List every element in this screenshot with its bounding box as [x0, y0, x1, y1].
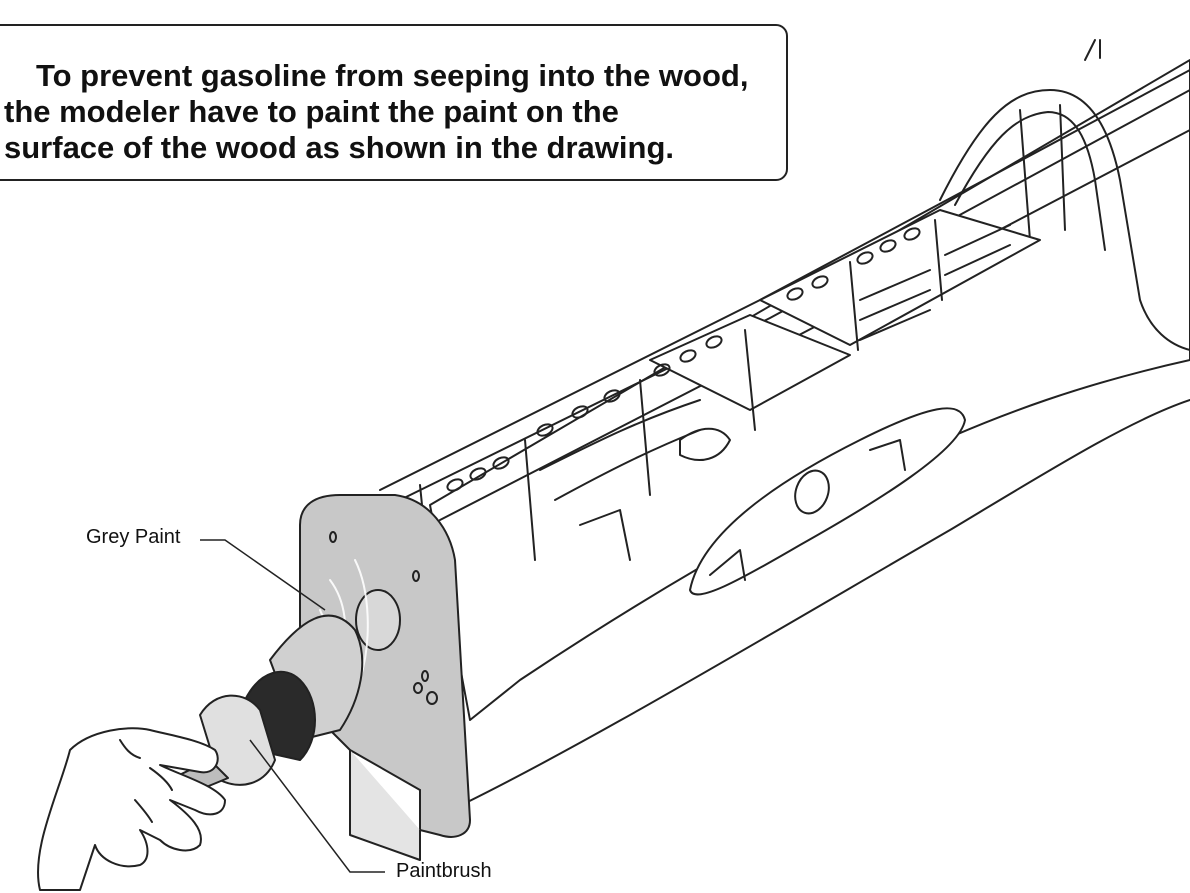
- warning-text: To prevent gasoline from seeping into th…: [4, 58, 796, 166]
- warning-box: [0, 24, 788, 181]
- lightening-holes: [446, 227, 921, 492]
- paintbrush: [112, 614, 364, 820]
- hand: [37, 727, 226, 891]
- warning-line-1: To prevent gasoline from seeping into th…: [36, 58, 749, 93]
- fuselage-bottom: [429, 399, 1190, 821]
- brush-ferrule: [199, 694, 276, 786]
- firewall-grey: [299, 494, 471, 838]
- front-cockpit-opening: [649, 314, 851, 411]
- wing-saddle-opening: [689, 407, 966, 596]
- engine-mount-hole: [355, 589, 401, 651]
- grey-paint-leader: [200, 539, 326, 611]
- paintbrush-label: Paintbrush: [396, 860, 492, 882]
- turtle-deck: [939, 89, 1190, 351]
- side-hole: [794, 469, 830, 515]
- warning-line-3: surface of the wood as shown in the draw…: [4, 130, 675, 165]
- paintbrush-leader: [249, 739, 385, 873]
- grey-paint-label: Grey Paint: [86, 526, 181, 548]
- warning-line-2: the modeler have to paint the paint on t…: [4, 94, 619, 129]
